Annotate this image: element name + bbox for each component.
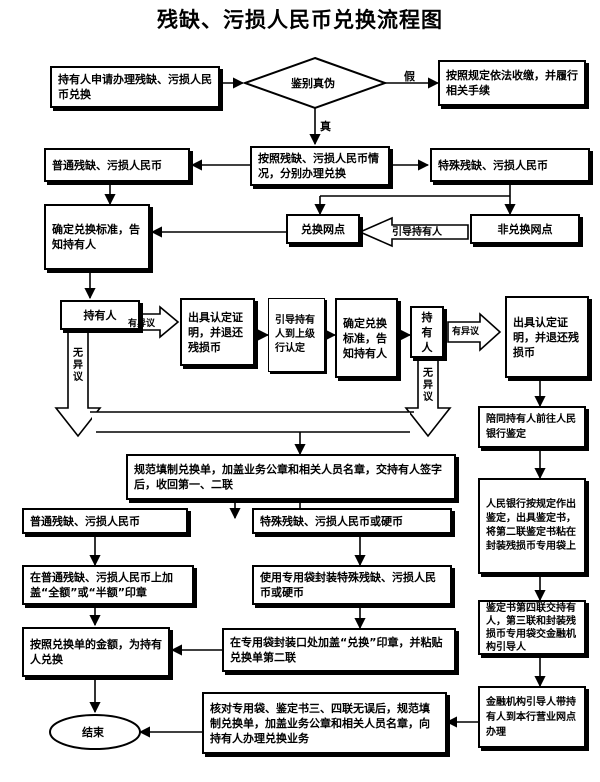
objection-arrow-2 [447,312,502,352]
objection-arrow-1 [139,305,180,339]
exchange-point-box: 兑换网点 [286,214,360,244]
stamp-box: 在普通残缺、污损人民币上加盖“全额”或“半额”印章 [22,565,194,605]
end-label: 结束 [82,726,104,739]
holder-box-1: 持有人 [60,300,140,330]
fake-label: 假 [404,70,415,83]
standard-box: 确定兑换标准，告知持有人 [44,204,150,270]
give-cert-box: 鉴定书第四联交持有人，第三联和封装残损币专用袋交金融机构引导人 [478,600,586,655]
ordinary-box-2: 普通残缺、污损人民币 [22,508,188,534]
identify-label: 鉴别真伪 [291,77,335,90]
no-objection-band [92,412,410,430]
pbc-cert-box: 人民银行按规定作出鉴定，出具鉴定书，将第二联鉴定书粘在封装残损币专用袋上 [478,478,586,574]
objection-label-2: 有异议 [452,327,480,337]
guide-holder-label: 引导持有人 [392,227,442,238]
end-oval [49,714,141,750]
page-title: 残缺、污损人民币兑换流程图 [157,7,443,32]
fill-form-box: 规范填制兑换单，加盖业务公章和相关人员名章，交持有人签字后，收回第一、二联 [126,454,456,500]
classify-box: 按照残缺、污损人民币情况，分别办理兑换 [250,146,390,186]
no-objection-arrow-1 [54,329,102,438]
ordinary-box: 普通残缺、污损人民币 [44,148,190,182]
cert-box-2: 出具认定证明，并退还残损币 [505,296,589,378]
verify-box: 核对专用袋、鉴定书三、四联无误后，规范填制兑换单，加盖业务公章和相关人员名章，向… [202,692,447,754]
guide-up-box: 引导持有人到上级行认定 [268,298,325,372]
stamp-bag-box: 在专用袋封装口处加盖“兑换”印章，并粘贴兑换单第二联 [222,628,456,672]
pay-box: 按照兑换单的金额，为持有人兑换 [22,627,170,677]
confiscate-box: 按照规定依法收缴，并履行相关手续 [438,60,586,106]
objection-label-1: 有异议 [128,319,156,329]
cert-box-1: 出具认定证明，并退还残损币 [180,298,255,366]
special-box: 特殊残缺、污损人民币 [430,148,590,182]
no-objection-arrow-2 [404,359,452,438]
guide-holder-box: 金融机构引导人带持有人到本行营业网点办理 [478,686,586,748]
seal-bag-box: 使用专用袋封装特殊残缺、污损人民币或硬币 [252,565,452,605]
holder-box-2: 持有人 [410,306,444,358]
non-exchange-point-box: 非兑换网点 [470,214,580,244]
special-box-2: 特殊残缺、污损人民币或硬币 [252,508,452,534]
real-label: 真 [320,120,331,133]
standard-box-2: 确定兑换标准，告知持有人 [335,298,398,378]
apply-box: 持有人申请办理残缺、污损人民币兑换 [50,66,220,108]
guide-holder-arrow [358,216,469,248]
no-objection-label-1: 无异议 [73,348,83,383]
no-objection-label-2: 无异议 [423,368,433,403]
accompany-box: 陪同持有人前往人民银行鉴定 [478,406,586,448]
